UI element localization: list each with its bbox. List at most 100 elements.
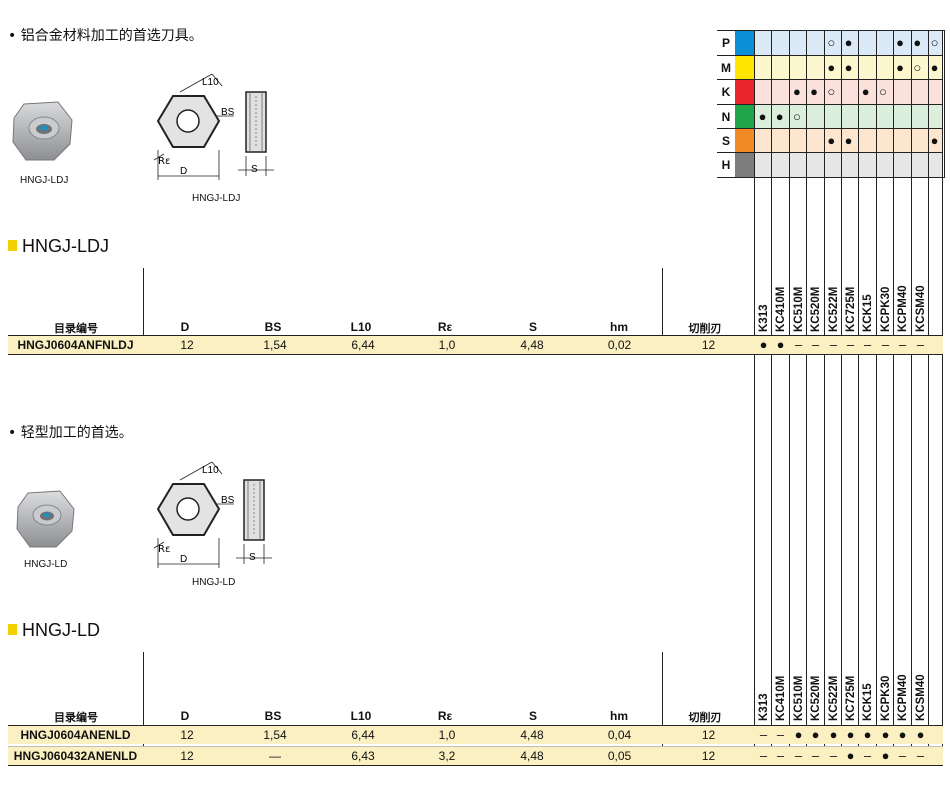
- header-edges: 切削刃: [688, 711, 722, 724]
- suitability-symbol: [754, 153, 771, 177]
- material-letter: S: [717, 128, 735, 153]
- header-l10: L10: [350, 320, 372, 334]
- suitability-symbol: [788, 31, 805, 55]
- suitability-symbol: ●: [827, 60, 836, 76]
- grade-header: KC520M: [807, 651, 824, 721]
- cell-edges: 12: [701, 338, 716, 352]
- suitability-symbol: ○: [827, 35, 836, 50]
- cell-cat[interactable]: HNGJ0604ANFNLDJ: [17, 338, 134, 352]
- grade-header: KCSM40: [912, 262, 929, 332]
- suitability-symbol: [771, 31, 788, 55]
- grade-availability: ●: [881, 748, 890, 763]
- suitability-symbol: [840, 80, 857, 104]
- grade-label: KC520M: [809, 675, 822, 721]
- cell-edges: 12: [701, 749, 716, 763]
- cell-re: 3,2: [438, 749, 456, 763]
- suitability-symbol: ●: [792, 84, 801, 100]
- grade-availability: –: [916, 748, 925, 763]
- material-row: H: [717, 152, 943, 177]
- technical-drawing-1: L10 BS Rε D S: [153, 73, 274, 180]
- cell-hm: 0,05: [607, 749, 632, 763]
- suitability-symbol: [840, 105, 857, 129]
- suitability-symbol: [857, 56, 874, 80]
- grade-availability: ●: [794, 727, 803, 742]
- insert-photo-1: [12, 101, 73, 161]
- section-title-2: HNGJ-LD: [8, 620, 100, 641]
- material-row: S●●●: [717, 127, 943, 153]
- header-edges: 切削刃: [688, 322, 722, 335]
- grade-column-divider: [806, 30, 807, 766]
- suitability-symbol: [788, 153, 805, 177]
- cell-d: 12: [180, 749, 194, 763]
- section-marker-icon: [8, 624, 17, 635]
- suitability-symbol: ●: [861, 84, 870, 100]
- technical-drawing-2: L10 BS Rε D S: [153, 461, 272, 568]
- suitability-symbol: ●: [930, 132, 939, 148]
- grade-column-divider: [876, 30, 877, 766]
- dim-d-label: D: [180, 166, 187, 177]
- suitability-symbol: ○: [878, 84, 887, 100]
- grade-header: KCSM40: [912, 651, 929, 721]
- grade-header: KC520M: [807, 262, 824, 332]
- grade-availability: ●: [776, 337, 785, 352]
- grade-header: KCPK30: [877, 262, 894, 332]
- grade-label: KC510M: [792, 286, 805, 332]
- cell-d: 12: [180, 338, 194, 352]
- material-suitability-cells: [754, 153, 943, 177]
- material-letter: M: [717, 56, 735, 81]
- grade-label: KC520M: [809, 286, 822, 332]
- suitability-symbol: ●: [844, 35, 853, 50]
- grade-label: KCSM40: [914, 674, 927, 721]
- header-d: D: [180, 320, 190, 334]
- grade-label: KCK15: [861, 683, 874, 721]
- dim-re-label: Rε: [158, 156, 170, 167]
- grade-header: K313: [755, 262, 772, 333]
- grade-column-divider: [858, 30, 859, 766]
- grade-label: KC725M: [844, 675, 857, 721]
- grade-column-divider: [928, 30, 929, 766]
- material-letter: N: [717, 104, 735, 129]
- section-title-text: HNGJ-LDJ: [22, 236, 110, 256]
- grade-column-divider: [824, 30, 825, 766]
- grade-header: KCK15: [859, 651, 876, 721]
- suitability-symbol: [857, 129, 874, 153]
- grade-header: KCPM40: [894, 262, 911, 332]
- material-letter: P: [717, 31, 735, 55]
- cell-cat[interactable]: HNGJ060432ANENLD: [13, 749, 138, 763]
- grade-availability: –: [898, 337, 907, 352]
- dim-l10-label: L10: [202, 465, 219, 476]
- suitability-symbol: [806, 31, 823, 55]
- cell-bs: 1,54: [263, 338, 287, 352]
- cell-cat[interactable]: HNGJ0604ANENLD: [20, 728, 131, 742]
- grade-availability: –: [829, 748, 838, 763]
- table2-divider: [662, 652, 663, 766]
- grade-header: KC522M: [825, 651, 842, 721]
- grade-availability: –: [898, 748, 907, 763]
- grade-availability: ●: [846, 748, 855, 763]
- cell-s: 4,48: [520, 728, 544, 742]
- grade-column-divider: [893, 30, 894, 766]
- grade-availability: –: [759, 727, 768, 742]
- suitability-symbol: ●: [844, 60, 853, 76]
- material-color-swatch: [735, 128, 754, 153]
- table1-header-rule: [8, 335, 943, 336]
- header-d: D: [180, 709, 190, 723]
- grade-header: KCPM40: [894, 651, 911, 721]
- material-color-swatch: [735, 80, 754, 105]
- grade-availability: –: [776, 727, 785, 742]
- header-cat-no: 目录编号: [54, 711, 98, 724]
- grade-availability: –: [811, 337, 820, 352]
- grade-availability: ●: [881, 727, 890, 742]
- header-s: S: [528, 320, 537, 334]
- bullet-text-2: • 轻型加工的首选。: [8, 425, 133, 441]
- grade-availability: –: [794, 337, 803, 352]
- header-re: Rε: [437, 709, 453, 723]
- suitability-symbol: ●: [844, 132, 853, 148]
- material-suitability-cells: ●●○●○: [754, 80, 943, 105]
- grade-availability: ●: [863, 727, 872, 742]
- grade-availability: –: [776, 748, 785, 763]
- cell-re: 1,0: [438, 728, 456, 742]
- grade-availability: ●: [811, 727, 820, 742]
- header-hm: hm: [610, 709, 628, 723]
